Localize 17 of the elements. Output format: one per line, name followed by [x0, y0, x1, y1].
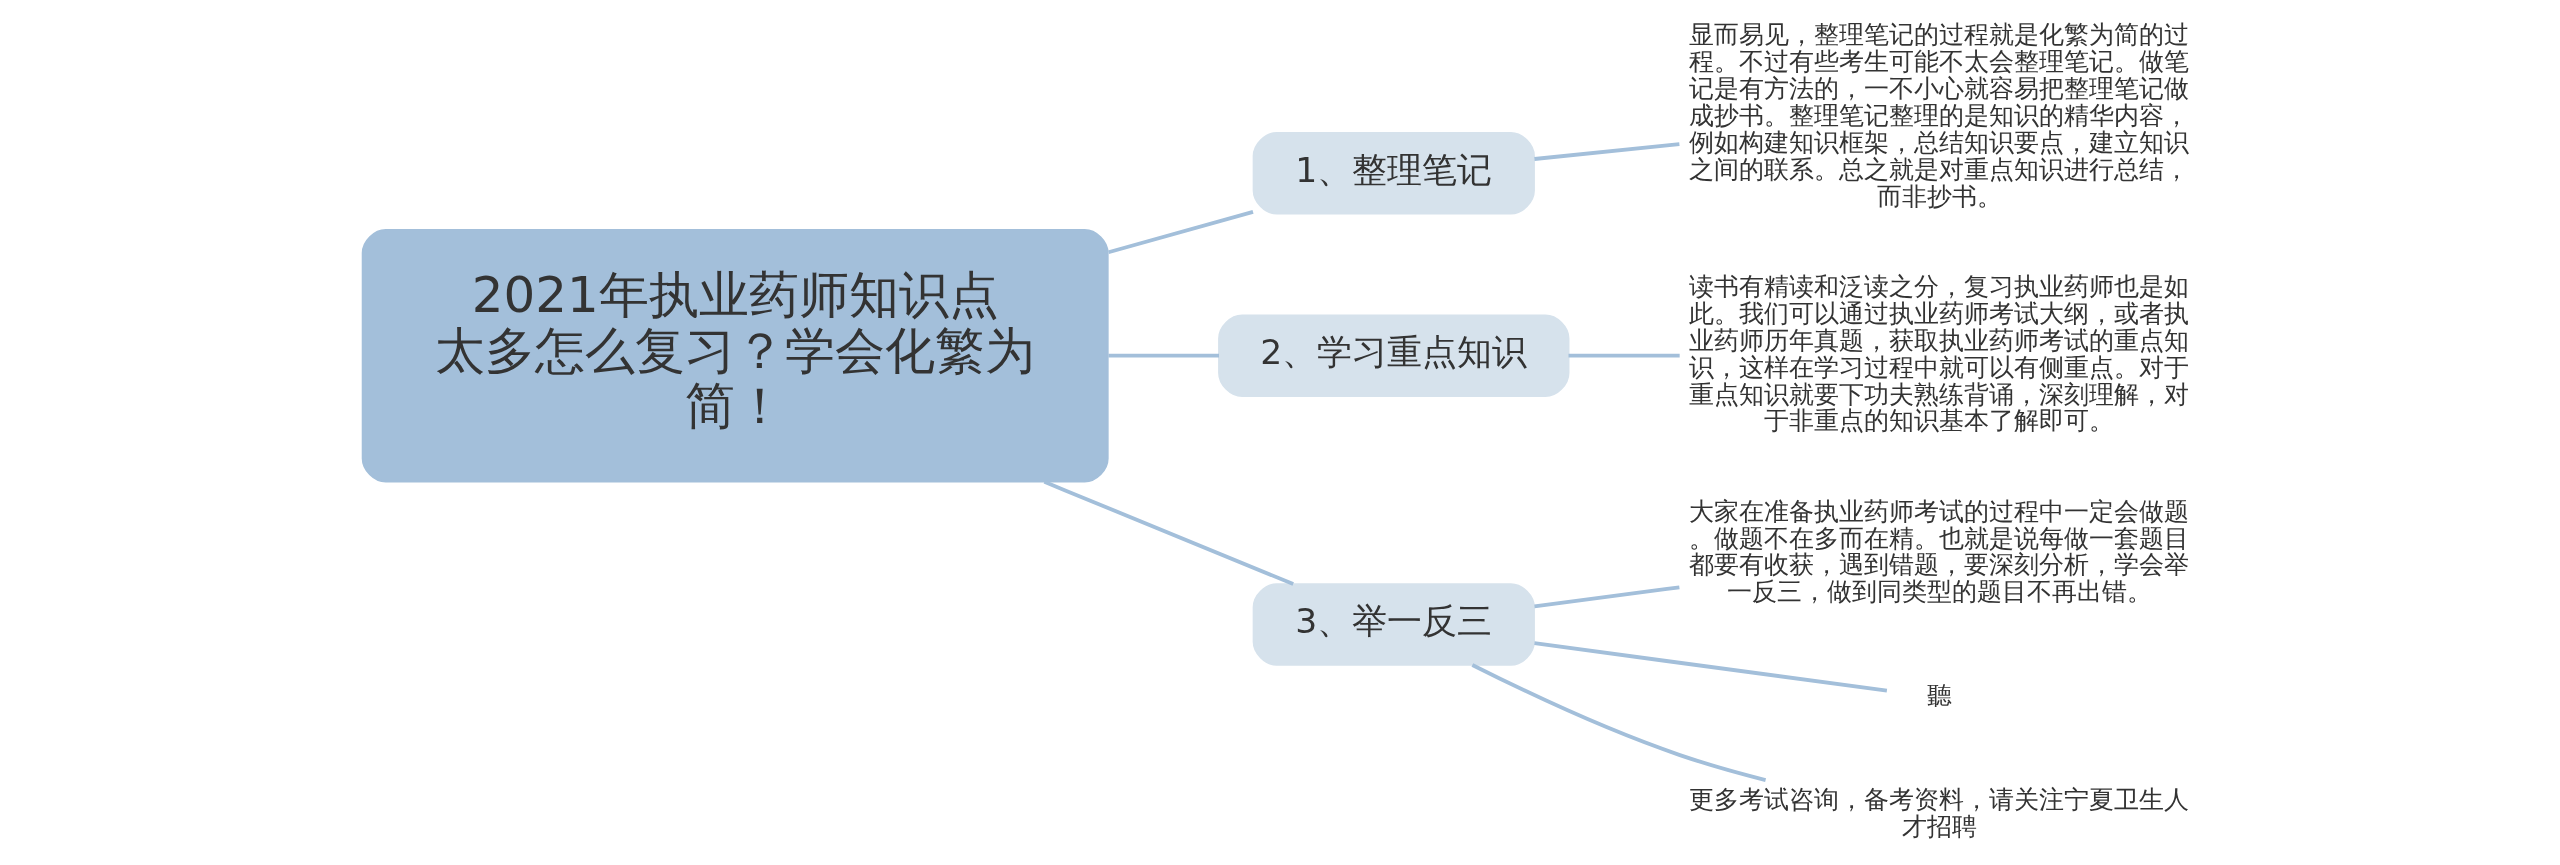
node-text: 读书有精读和泛读之分，复习执业药师也是如此。我们可以通过执业药师考试大纲，或者执业药师历年真题，获取执业药师考试的重点知识，这样在学习过程中就可以有侧重点。对于重点知识就要下功夫熟练背诵，深刻理解，对于非重点的知识基本了解即可。 [1688, 272, 2189, 436]
connector [1533, 142, 1680, 161]
connector [1471, 663, 1766, 782]
node-box: 3、举一反三 [1252, 583, 1535, 666]
connector [1043, 480, 1294, 586]
node-text: 显而易见，整理笔记的过程就是化繁为简的过程。不过有些考生可能不太会整理笔记。做笔记是有方法的，一不小心就容易把整理笔记做成抄书。整理笔记整理的是知识的精华内容，例如构建知识框架，总结知识要点，建立知识之间的联系。总之就是对重点知识进行总结，而非抄书。 [1688, 20, 2189, 211]
connector [1108, 353, 1219, 358]
connector [1568, 353, 1680, 358]
node-box: 1、整理笔记 [1252, 132, 1535, 215]
node-text: 更多考试咨询，备考资料，请关注宁夏卫生人才招聘 [1688, 784, 2189, 841]
node-box: 2021年执业药师知识点太多怎么复习？学会化繁为简！ [361, 228, 1109, 483]
connector [1107, 210, 1254, 255]
node-text: 大家在准备执业药师考试的过程中一定会做题。做题不在多而在精。也就是说每做一套题目都要有收获，遇到错题，要深刻分析，学会举一反三，做到同类型的题目不再出错。 [1688, 496, 2189, 607]
node-box: 2、学习重点知识 [1217, 314, 1569, 397]
node-text: 聽 [1926, 681, 1952, 711]
connector [1533, 585, 1680, 609]
connector [1533, 641, 1887, 693]
